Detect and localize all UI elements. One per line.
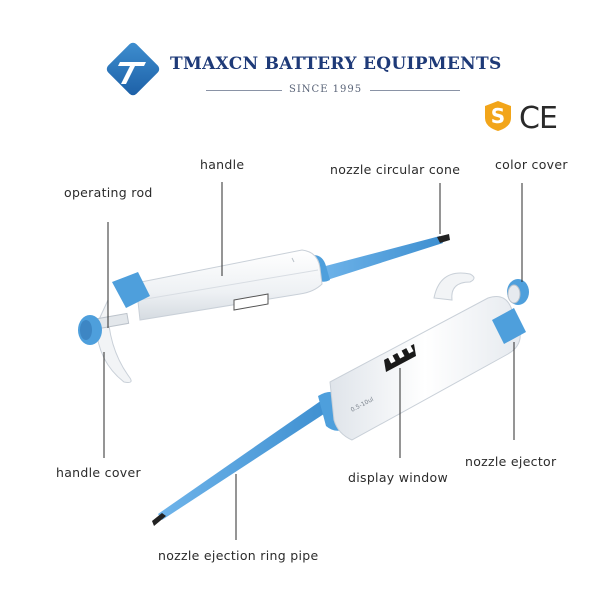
label-nozzle-circular-cone: nozzle circular cone — [330, 162, 461, 177]
label-handle-cover: handle cover — [56, 465, 141, 480]
svg-text:S: S — [491, 104, 505, 128]
pipette-right-nozzle-ejector — [492, 308, 526, 344]
label-nozzle-ejector: nozzle ejector — [465, 454, 557, 469]
tmaxcn-logo-icon — [106, 42, 160, 96]
pipette-left-finger-hook — [95, 299, 132, 383]
label-display-window: display window — [348, 470, 448, 485]
pipette-left — [78, 234, 450, 383]
label-color-cover: color cover — [495, 157, 568, 172]
pipette-right-finger-hook — [433, 272, 475, 301]
label-nozzle-ejection-ring-pipe: nozzle ejection ring pipe — [158, 548, 319, 563]
brand-name: TMAXCN BATTERY EQUIPMENTS — [170, 54, 502, 74]
label-operating-rod: operating rod — [64, 185, 153, 200]
pipette-left-display-slot — [233, 293, 269, 311]
food-safety-mark-icon: S — [485, 101, 511, 131]
since-divider-left — [206, 90, 282, 91]
pipette-right: 0.5-10ul — [152, 272, 529, 526]
pipette-left-tip — [437, 234, 450, 243]
since-divider-right — [370, 90, 460, 91]
ce-mark: CE — [519, 101, 558, 136]
pipette-right-tip — [152, 513, 166, 526]
label-handle: handle — [200, 157, 245, 172]
brand-since: SINCE 1995 — [289, 84, 363, 95]
pipette-left-nozzle-tube — [318, 236, 443, 281]
pipette-right-handle-body — [329, 296, 521, 441]
pipette-right-nozzle-tube — [158, 400, 330, 520]
pipette-left-ejector-button — [112, 272, 150, 308]
